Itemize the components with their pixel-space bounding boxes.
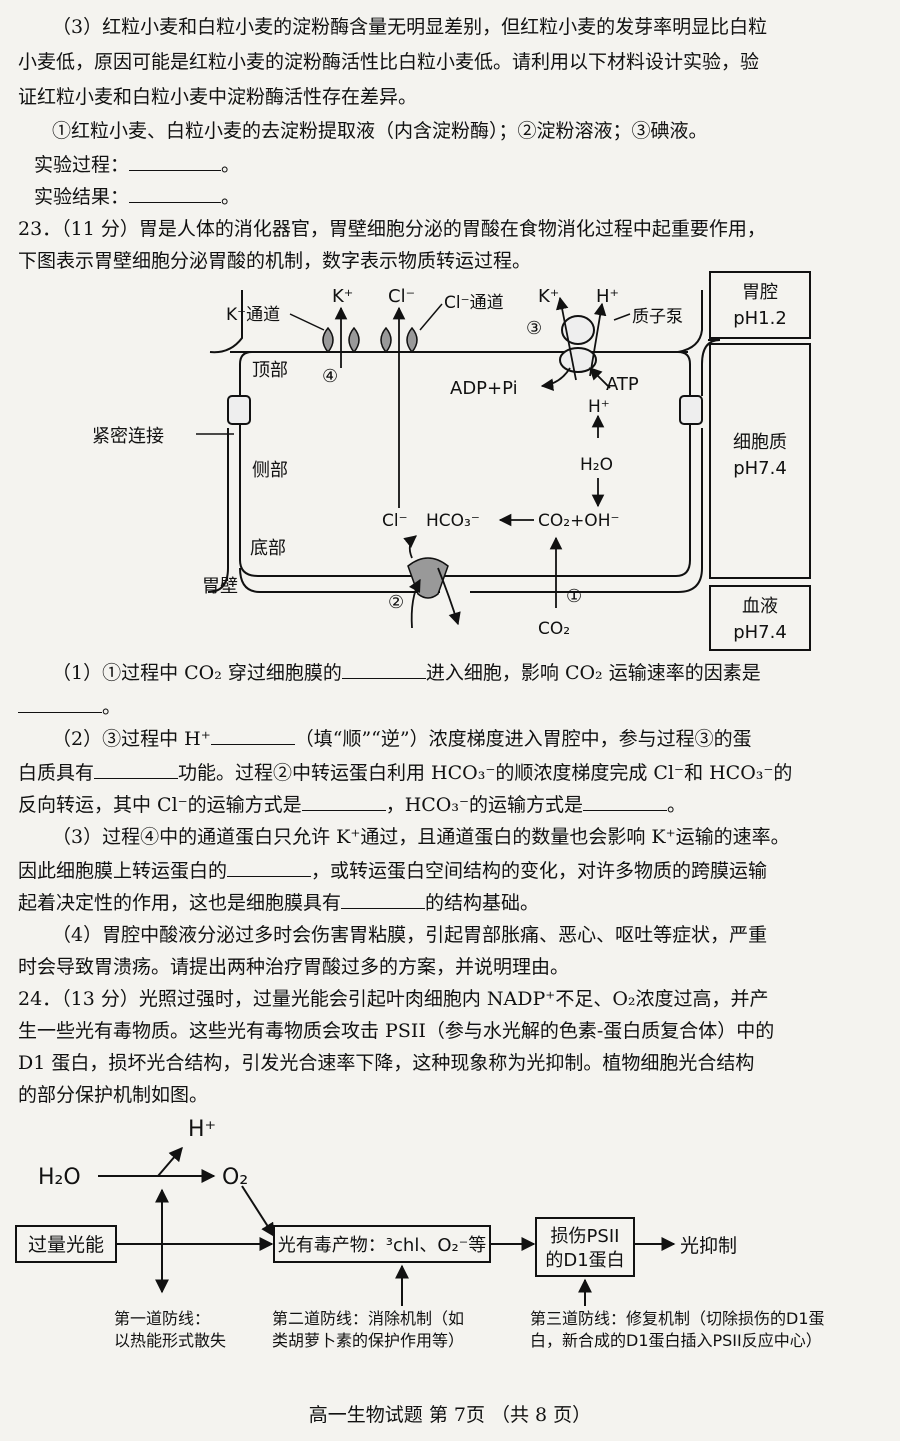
svg-text:pH7.4: pH7.4	[733, 458, 787, 479]
answer-blank[interactable]	[18, 694, 102, 713]
answer-blank[interactable]	[129, 152, 222, 171]
svg-text:光有毒产物：³chl、O₂⁻等: 光有毒产物：³chl、O₂⁻等	[278, 1235, 486, 1256]
svg-text:H⁺: H⁺	[588, 397, 610, 417]
answer-blank[interactable]	[301, 792, 386, 811]
tight-junction-left	[227, 395, 251, 425]
photoinhibition-diagram: H⁺ H₂O O₂ 过量光能 光有毒产物：³chl、O₂⁻等 损伤PSII 的D…	[15, 1117, 825, 1350]
k-channel-right	[348, 326, 360, 354]
svg-text:H⁺: H⁺	[188, 1117, 216, 1142]
svg-text:CO₂: CO₂	[538, 619, 570, 639]
svg-text:底部: 底部	[250, 538, 286, 559]
svg-text:过量光能: 过量光能	[28, 1234, 104, 1256]
svg-text:pH1.2: pH1.2	[733, 308, 787, 329]
svg-text:第一道防线：: 第一道防线：	[114, 1309, 210, 1328]
q23-sub1-end: 。	[18, 690, 878, 725]
svg-text:K⁺: K⁺	[332, 286, 353, 307]
q22-3-materials: ①红粒小麦、白粒小麦的去淀粉提取液（内含淀粉酶）；②淀粉溶液；③碘液。	[52, 120, 708, 142]
experiment-result: 实验结果：。	[34, 184, 241, 208]
q23-sub2-line1: （2）③过程中 H⁺（填“顺”“逆”）浓度梯度进入胃腔中，参与过程③的蛋	[52, 726, 752, 750]
page-footer: 高一生物试题 第 7页 （共 8 页）	[308, 1404, 592, 1426]
q23-line1: 23．（11 分）胃是人体的消化器官，胃壁细胞分泌的胃酸在食物消化过程中起重要作…	[18, 218, 766, 240]
q23-sub3-line3: 起着决定性的作用，这也是细胞膜具有的结构基础。	[18, 890, 540, 914]
svg-text:细胞质: 细胞质	[733, 432, 787, 453]
svg-text:侧部: 侧部	[252, 460, 288, 481]
q22-3-line2: 小麦低，原因可能是红粒小麦的淀粉酶活性比白粒小麦低。请利用以下材料设计实验，验	[18, 51, 760, 73]
svg-text:H₂O: H₂O	[38, 1165, 81, 1190]
svg-text:②: ②	[388, 592, 404, 613]
q24-line4: 的部分保护机制如图。	[18, 1084, 209, 1106]
q23-sub2-line3: 反向转运，其中 Cl⁻的运输方式是，HCO₃⁻的运输方式是。	[18, 792, 687, 816]
svg-text:损伤PSII: 损伤PSII	[551, 1226, 620, 1247]
answer-blank[interactable]	[341, 660, 426, 679]
svg-text:的D1蛋白: 的D1蛋白	[545, 1250, 624, 1271]
answer-blank[interactable]	[583, 792, 668, 811]
svg-text:光抑制: 光抑制	[680, 1235, 737, 1257]
svg-text:H₂O: H₂O	[580, 455, 613, 475]
svg-text:pH7.4: pH7.4	[733, 622, 787, 643]
proton-pump-label: 质子泵	[632, 307, 683, 327]
cell-body	[239, 424, 691, 577]
q24-line1: 24．（13 分）光照过强时，过量光能会引起叶肉细胞内 NADP⁺不足、O₂浓度…	[18, 988, 769, 1010]
cytoplasm-box	[709, 343, 811, 579]
svg-text:胃腔: 胃腔	[742, 282, 778, 303]
cl-channel-label: Cl⁻通道	[444, 293, 504, 313]
q22-3-line3: 证红粒小麦和白粒小麦中淀粉酶活性存在差异。	[18, 86, 418, 108]
q22-3-line1: （3）红粒小麦和白粒小麦的淀粉酶含量无明显差别，但红粒小麦的发芽率明显比白粒	[52, 16, 768, 38]
q24-line2: 生一些光有毒物质。这些光有毒物质会攻击 PSII（参与水光解的色素-蛋白质复合体…	[18, 1020, 775, 1042]
proton-pump	[540, 296, 611, 392]
cell-edge-left-top	[209, 290, 243, 354]
cl-channel-right	[406, 326, 418, 354]
svg-text:O₂: O₂	[222, 1165, 248, 1190]
svg-text:第三道防线：修复机制（切除损伤的D1蛋: 第三道防线：修复机制（切除损伤的D1蛋	[530, 1309, 825, 1328]
q23-line2: 下图表示胃壁细胞分泌胃酸的机制，数字表示物质转运过程。	[18, 250, 532, 272]
svg-text:顶部: 顶部	[252, 360, 288, 381]
svg-text:ATP: ATP	[606, 374, 639, 395]
q23-sub3-line2: 因此细胞膜上转运蛋白的，或转运蛋白空间结构的变化，对许多物质的跨膜运输	[18, 858, 768, 882]
q23-sub2-line2: 白质具有功能。过程②中转运蛋白利用 HCO₃⁻的顺浓度梯度完成 Cl⁻和 HCO…	[18, 760, 793, 784]
q23-sub4-line1: （4）胃腔中酸液分泌过多时会伤害胃粘膜，引起胃部胀痛、恶心、呕吐等症状，严重	[52, 924, 768, 946]
svg-text:K⁺: K⁺	[538, 286, 559, 307]
svg-text:Cl⁻: Cl⁻	[382, 511, 408, 531]
svg-text:第二道防线：消除机制（如: 第二道防线：消除机制（如	[272, 1309, 464, 1328]
svg-text:以热能形式散失: 以热能形式散失	[114, 1331, 226, 1350]
answer-blank[interactable]	[227, 858, 312, 877]
q23-sub4-line2: 时会导致胃溃疡。请提出两种治疗胃酸过多的方案，并说明理由。	[18, 956, 570, 978]
svg-text:HCO₃⁻: HCO₃⁻	[426, 511, 480, 531]
answer-blank[interactable]	[129, 184, 222, 203]
k-channel-left	[322, 326, 334, 354]
svg-text:类胡萝卜素的保护作用等）: 类胡萝卜素的保护作用等）	[272, 1331, 464, 1350]
svg-text:CO₂+OH⁻: CO₂+OH⁻	[538, 511, 619, 531]
svg-text:ADP+Pi: ADP+Pi	[450, 378, 518, 399]
lumen-box	[709, 271, 811, 339]
q23-sub1: （1）①过程中 CO₂ 穿过细胞膜的进入细胞，影响 CO₂ 运输速率的因素是	[52, 660, 761, 684]
answer-blank[interactable]	[94, 760, 179, 779]
svg-text:胃壁: 胃壁	[202, 576, 238, 597]
svg-text:紧密连接: 紧密连接	[92, 426, 164, 447]
tight-junction-right	[679, 395, 703, 425]
svg-text:白，新合成的D1蛋白插入PSII反应中心）: 白，新合成的D1蛋白插入PSII反应中心）	[530, 1331, 822, 1350]
answer-blank[interactable]	[210, 726, 295, 745]
stomach-cell-diagram: K⁺通道 K⁺ Cl⁻ Cl⁻通道 K⁺ H⁺ 质子泵 ③ ④ ② ① 顶部 侧…	[92, 271, 811, 651]
damaged-d1-box	[535, 1217, 635, 1277]
svg-text:血液: 血液	[742, 596, 778, 617]
svg-text:H⁺: H⁺	[596, 286, 619, 307]
q23-sub3-line1: （3）过程④中的通道蛋白只允许 K⁺通过，且通道蛋白的数量也会影响 K⁺运输的速…	[52, 826, 790, 848]
experiment-process: 实验过程：。	[34, 152, 241, 176]
blood-box	[709, 585, 811, 651]
k-channel-label: K⁺通道	[226, 305, 280, 325]
svg-text:①: ①	[566, 586, 582, 607]
svg-text:Cl⁻: Cl⁻	[388, 286, 415, 307]
cl-channel-left	[380, 326, 392, 354]
svg-text:④: ④	[322, 366, 338, 387]
svg-text:③: ③	[526, 318, 542, 339]
q24-line3: D1 蛋白，损坏光合结构，引发光合速率下降，这种现象称为光抑制。植物细胞光合结构	[18, 1052, 755, 1074]
anion-exchanger	[403, 535, 461, 629]
answer-blank[interactable]	[341, 890, 426, 909]
